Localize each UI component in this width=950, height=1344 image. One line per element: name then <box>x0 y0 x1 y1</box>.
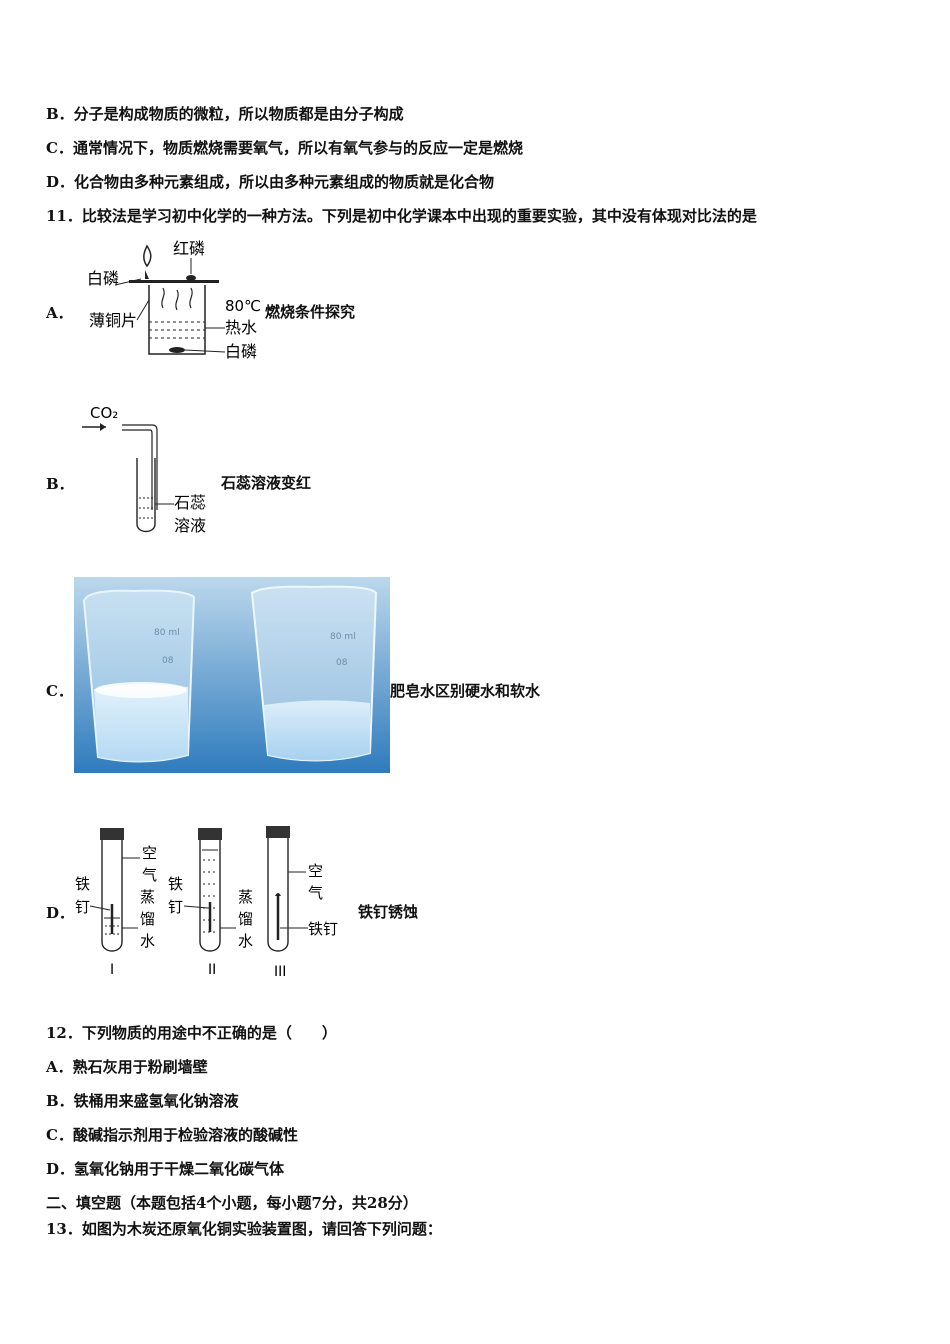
co2-litmus-figure: CO₂ 石蕊 溶液 <box>82 404 206 535</box>
left-beaker-mark-2: 08 <box>162 656 174 666</box>
t1-label-nail-1: 铁 <box>75 875 90 893</box>
t3-label-air-1: 空 <box>308 862 323 880</box>
iron-nail-rust-figure: 铁 钉 空 气 蒸 馏 水 I 铁 钉 蒸 馏 水 II 空 气 铁钉 III <box>75 826 338 980</box>
soap-water-beakers-photo: 80 ml 08 80 ml 08 <box>74 577 390 773</box>
t1-label-water-3: 水 <box>140 932 155 950</box>
q11-option-d-caption: 铁钉锈蚀 <box>358 903 419 921</box>
right-beaker-mark-2: 08 <box>336 658 348 668</box>
q12-option-a: A．熟石灰用于粉刷墙壁 <box>46 1058 208 1076</box>
q11-stem: 11．比较法是学习初中化学的一种方法。下列是初中化学课本中出现的重要实验，其中没… <box>46 207 757 225</box>
label-co2: CO₂ <box>90 404 118 422</box>
t3-label-air-2: 气 <box>308 884 323 902</box>
q10-option-b: B．分子是构成物质的微粒，所以物质都是由分子构成 <box>46 105 404 123</box>
label-litmus-line2: 溶液 <box>174 516 206 535</box>
q10-option-c: C．通常情况下，物质燃烧需要氧气，所以有氧气参与的反应一定是燃烧 <box>46 139 523 157</box>
q11-option-a-letter: A． <box>46 304 73 322</box>
q11-option-c-letter: C． <box>46 682 73 700</box>
section-2-heading: 二、填空题（本题包括4个小题，每小题7分，共28分） <box>46 1194 418 1212</box>
q11-option-c-caption: 肥皂水区别硬水和软水 <box>390 682 541 700</box>
t1-label-air-1: 空 <box>142 844 157 862</box>
q12-stem: 12．下列物质的用途中不正确的是（ ） <box>46 1024 337 1042</box>
q12-option-b: B．铁桶用来盛氢氧化钠溶液 <box>46 1092 239 1110</box>
combustion-experiment-figure: 红磷 白磷 薄铜片 80℃ 热水 白磷 <box>87 239 261 361</box>
label-red-phosphorus: 红磷 <box>173 239 205 258</box>
label-white-phosphorus-top: 白磷 <box>87 269 119 288</box>
right-beaker-mark: 80 ml <box>330 632 356 642</box>
q12-option-c: C．酸碱指示剂用于检验溶液的酸碱性 <box>46 1126 298 1144</box>
t2-label-nail-1: 铁 <box>168 875 183 893</box>
t1-label-water-2: 馏 <box>140 910 155 928</box>
t2-label-nail-2: 钉 <box>168 898 183 916</box>
t3-label-nail: 铁钉 <box>308 920 338 938</box>
q13-stem: 13．如图为木炭还原氧化铜实验装置图，请回答下列问题： <box>46 1220 442 1238</box>
q11-option-a-caption: 燃烧条件探究 <box>265 303 356 321</box>
q11-option-b-caption: 石蕊溶液变红 <box>221 474 312 492</box>
tube-2-number: II <box>208 962 216 978</box>
t1-label-nail-2: 钉 <box>75 898 90 916</box>
q11-option-b-letter: B． <box>46 475 74 493</box>
left-beaker-mark: 80 ml <box>154 628 180 638</box>
label-copper-sheet: 薄铜片 <box>89 311 137 330</box>
label-hot-water: 热水 <box>225 318 257 337</box>
label-temperature: 80℃ <box>225 297 261 315</box>
t1-label-water-1: 蒸 <box>140 888 155 906</box>
tube-3-number: III <box>274 964 286 980</box>
q12-option-d: D．氢氧化钠用于干燥二氧化碳气体 <box>46 1160 285 1178</box>
label-litmus-line1: 石蕊 <box>174 493 206 512</box>
t2-label-water-3: 水 <box>238 932 253 950</box>
tube-1-number: I <box>110 962 114 978</box>
t2-label-water-2: 馏 <box>238 910 253 928</box>
label-white-phosphorus-bottom: 白磷 <box>225 342 257 361</box>
q10-option-d: D．化合物由多种元素组成，所以由多种元素组成的物质就是化合物 <box>46 173 495 191</box>
t1-label-air-2: 气 <box>142 866 157 884</box>
q11-option-d-letter: D． <box>46 904 75 922</box>
t2-label-water-1: 蒸 <box>238 888 253 906</box>
